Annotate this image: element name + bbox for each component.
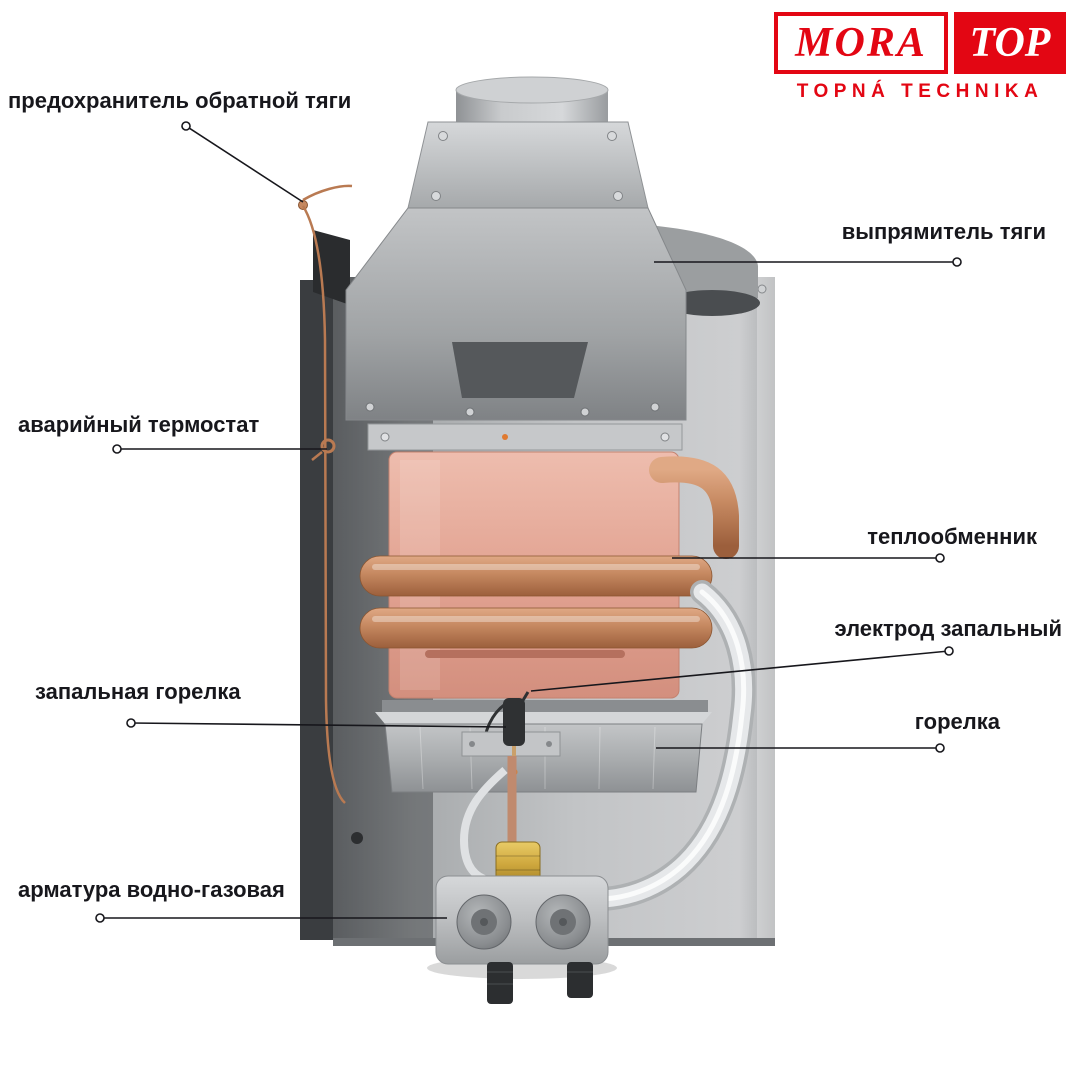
heat-exchanger bbox=[359, 451, 739, 699]
pilot-burner-group bbox=[461, 691, 561, 776]
logo-top-box: TOP bbox=[954, 12, 1066, 74]
pipe-stub-right bbox=[567, 962, 593, 998]
logo-mora-text: MORA bbox=[795, 20, 927, 66]
logo-mora-box: MORA bbox=[774, 12, 948, 74]
logo-tagline: TOPNÁ TECHNIKA bbox=[796, 81, 1044, 102]
leader-backdraft-safety bbox=[181, 121, 304, 203]
label-emergency-thermostat: аварийный термостат bbox=[18, 412, 260, 437]
label-draft-diverter: выпрямитель тяги bbox=[841, 219, 1046, 244]
leader-lines bbox=[95, 121, 962, 923]
label-ignition-electrode: электрод запальный bbox=[834, 616, 1062, 641]
label-water-gas-valve: арматура водно-газовая bbox=[18, 877, 285, 902]
label-burner: горелка bbox=[914, 709, 1000, 734]
leader-burner bbox=[656, 743, 945, 753]
water-gas-valve bbox=[427, 875, 617, 1004]
label-backdraft-safety: предохранитель обратной тяги bbox=[8, 88, 352, 113]
water-pipe bbox=[592, 580, 756, 911]
logo-row: MORA TOP bbox=[774, 12, 1066, 74]
leader-water-gas-valve bbox=[95, 913, 447, 923]
draft-diverter-hood bbox=[313, 121, 760, 421]
emergency-thermostat-coil bbox=[320, 438, 336, 454]
copper-wrap-tube-upper bbox=[359, 555, 713, 597]
leader-heat-exchanger bbox=[672, 553, 945, 563]
ignition-electrode-body bbox=[503, 698, 525, 746]
copper-wrap-tube-lower bbox=[359, 607, 713, 649]
leader-ignition-electrode bbox=[530, 646, 954, 692]
leader-draft-diverter bbox=[654, 257, 962, 267]
leader-pilot-burner bbox=[126, 718, 507, 728]
exchanger-bracket-strip bbox=[367, 423, 683, 451]
brand-logo: MORA TOP TOPNÁ TECHNIKA bbox=[774, 12, 1066, 103]
label-heat-exchanger: теплообменник bbox=[867, 524, 1037, 549]
logo-top-text: TOP bbox=[969, 20, 1051, 66]
gas-feed bbox=[459, 756, 541, 887]
leader-emergency-thermostat bbox=[112, 444, 327, 454]
label-pilot-burner: запальная горелка bbox=[35, 679, 241, 704]
indicator-dot bbox=[502, 434, 508, 440]
backdraft-sensor-capillary bbox=[298, 184, 353, 804]
pipe-stub-left bbox=[487, 962, 513, 1004]
